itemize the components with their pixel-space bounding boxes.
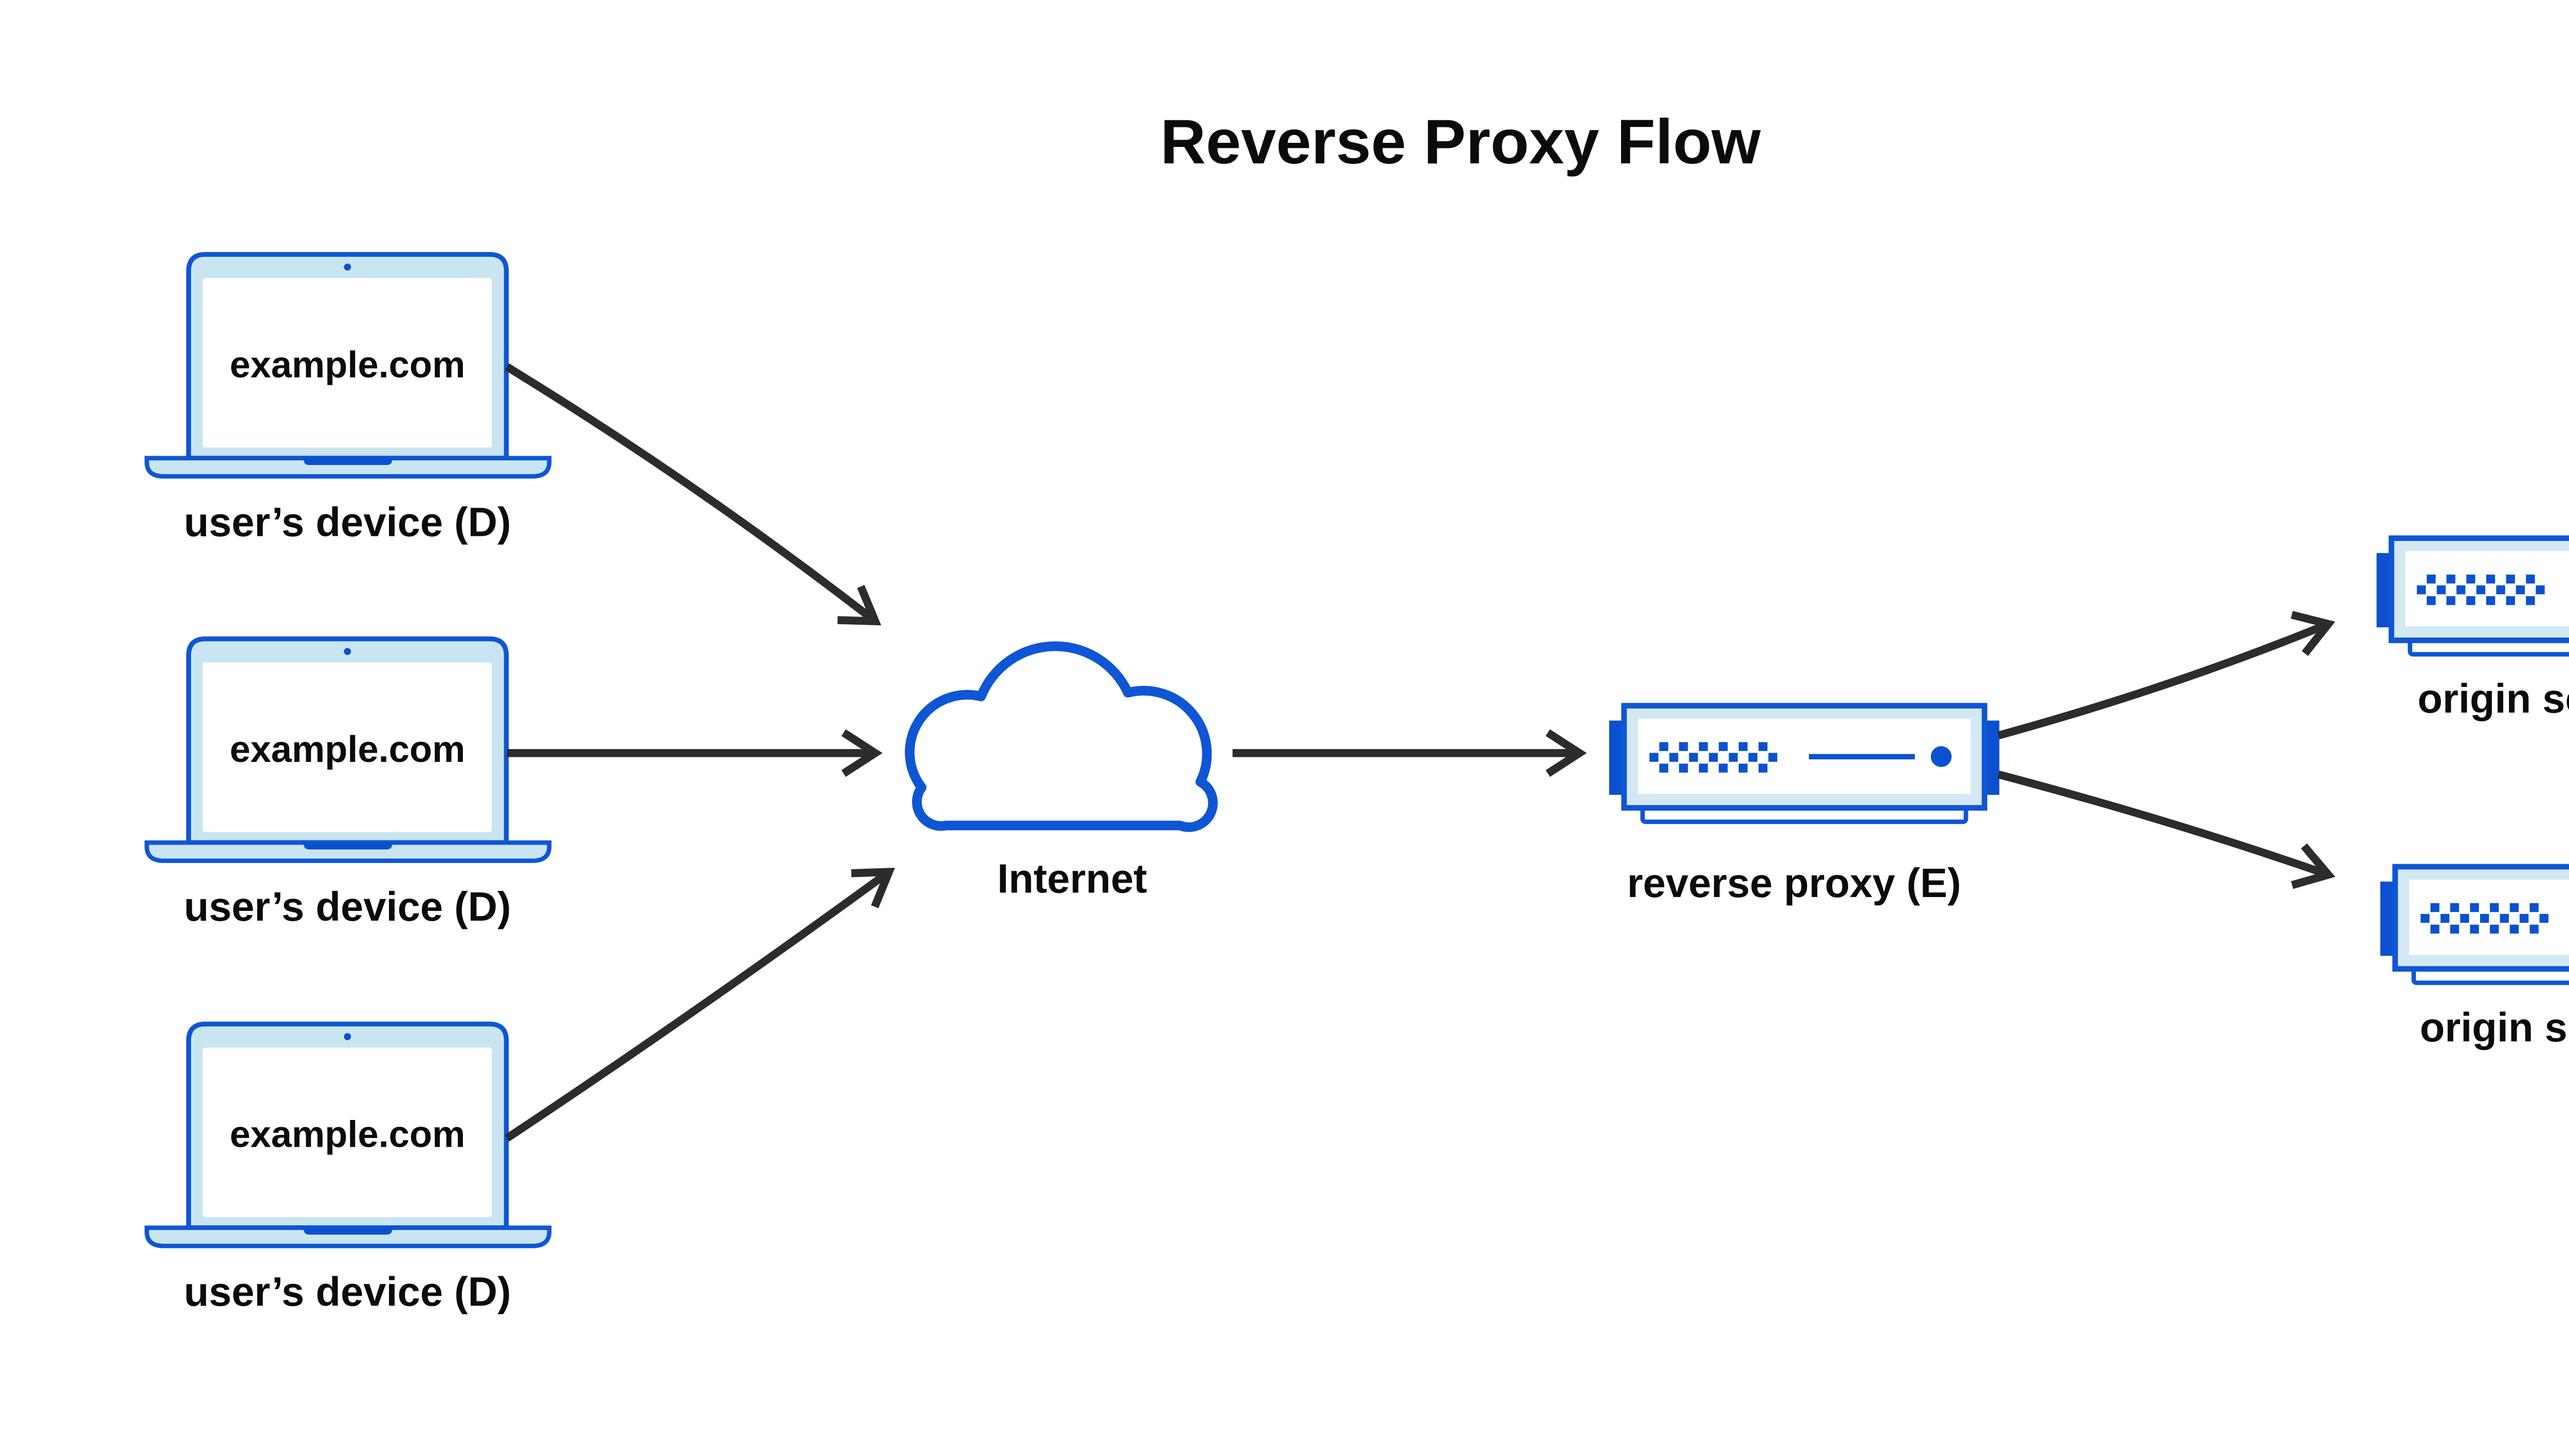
internet-label: Internet — [997, 855, 1147, 901]
server-icon — [2376, 538, 2569, 655]
arrow-device1-to-internet — [505, 363, 887, 638]
user-device-3: example.com user’s device (D) — [147, 1024, 549, 1315]
server-icon — [2380, 867, 2569, 983]
flow-arrows — [505, 363, 2335, 1142]
device-screen-url: example.com — [230, 729, 465, 770]
origin-server-label: origin server (F) — [2417, 676, 2569, 721]
device-label: user’s device (D) — [184, 499, 511, 545]
arrow-device2-to-internet — [507, 733, 876, 774]
server-icon — [1609, 706, 1999, 822]
device-label: user’s device (D) — [184, 884, 511, 929]
arrow-proxy-to-origin1 — [1997, 605, 2335, 739]
arrow-internet-to-proxy — [1232, 733, 1579, 774]
cloud-icon — [905, 641, 1218, 832]
origin-server-label: origin server (F) — [2420, 1004, 2569, 1050]
reverse-proxy-node: reverse proxy (E) — [1609, 706, 1999, 906]
user-device-1: example.com user’s device (D) — [147, 254, 549, 545]
user-device-2: example.com user’s device (D) — [147, 639, 549, 929]
page-title: Reverse Proxy Flow — [1160, 107, 1761, 177]
arrow-proxy-to-origin2 — [1997, 770, 2334, 894]
arrow-device3-to-internet — [505, 855, 901, 1142]
origin-server-2: origin server (F) — [2380, 867, 2569, 1050]
device-screen-url: example.com — [230, 345, 465, 386]
device-screen-url: example.com — [230, 1114, 465, 1155]
origin-server-1: origin server (F) — [2376, 538, 2569, 721]
device-label: user’s device (D) — [184, 1269, 511, 1315]
reverse-proxy-label: reverse proxy (E) — [1627, 860, 1961, 906]
internet-node: Internet — [905, 641, 1218, 901]
